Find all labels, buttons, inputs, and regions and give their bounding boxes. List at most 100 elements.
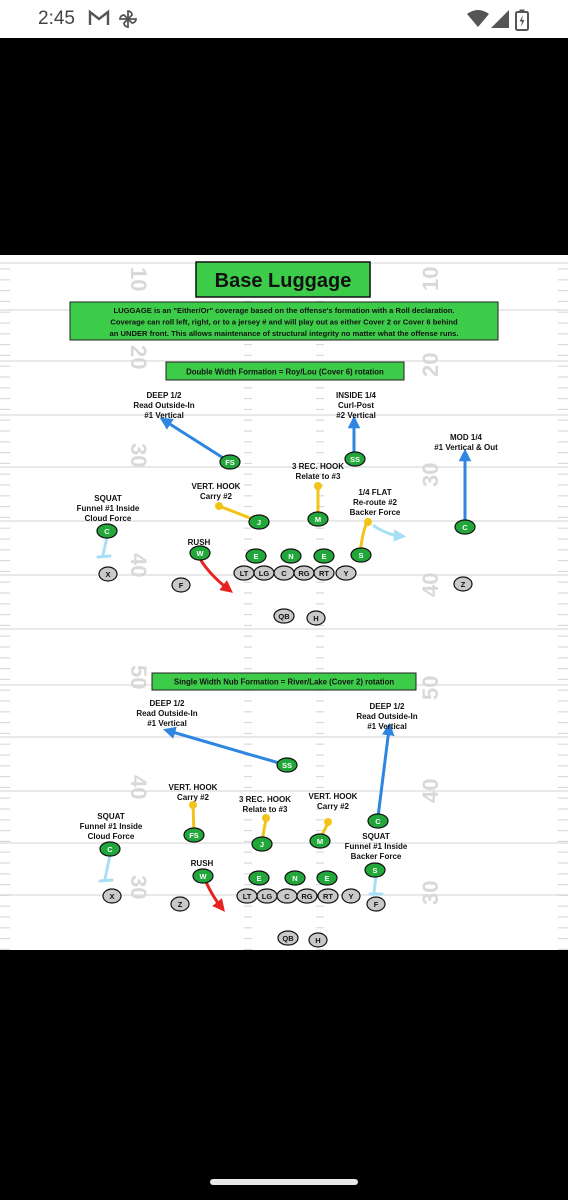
player-label: C xyxy=(375,817,381,826)
yard-number: 30 xyxy=(418,881,443,905)
player-ss: SS xyxy=(276,757,298,773)
yard-number: 30 xyxy=(126,443,151,467)
formation2-banner xyxy=(151,672,417,691)
formation1-routes xyxy=(96,415,472,593)
player-e-right: E xyxy=(316,870,338,886)
player-qb: QB xyxy=(277,930,299,946)
player-c-left: C xyxy=(96,523,118,539)
player-label: RG xyxy=(301,892,312,901)
player-e-right: E xyxy=(313,548,335,564)
assignment-label: Carry #2 xyxy=(200,492,233,501)
player-m: M xyxy=(309,833,331,849)
gesture-bar[interactable] xyxy=(210,1179,358,1185)
player-c: C xyxy=(273,565,295,581)
assignment-label: 3 REC. HOOK xyxy=(239,795,291,804)
wifi-icon xyxy=(467,10,489,27)
assignment-label: 3 REC. HOOK xyxy=(292,462,344,471)
player-label: S xyxy=(372,866,377,875)
player-label: M xyxy=(317,837,323,846)
player-f: F xyxy=(171,577,191,593)
player-label: F xyxy=(179,581,184,590)
assignment-label: Funnel #1 Inside xyxy=(77,504,140,513)
player-label: Z xyxy=(178,900,183,909)
diagram-title: Base Luggage xyxy=(215,270,352,292)
hash-marks xyxy=(0,268,568,950)
assignment-label: Re-route #2 xyxy=(353,498,398,507)
assignment-label: #1 Vertical xyxy=(144,411,184,420)
yard-number: 40 xyxy=(126,553,151,577)
assignment-label: Relate to #3 xyxy=(243,805,288,814)
assignment-label: Read Outside-In xyxy=(136,709,197,718)
player-j: J xyxy=(251,836,273,852)
player-label: C xyxy=(104,527,110,536)
formation1-banner xyxy=(165,361,405,381)
player-label: E xyxy=(256,874,261,883)
player-label: RG xyxy=(298,569,309,578)
player-label: C xyxy=(284,892,290,901)
player-label: Y xyxy=(348,892,353,901)
player-n: N xyxy=(284,870,306,886)
player-rt: RT xyxy=(317,888,339,904)
description-line: an UNDER front. This allows maintenance … xyxy=(110,329,459,338)
player-x: X xyxy=(102,888,122,904)
player-c: C xyxy=(276,888,298,904)
yard-number: 30 xyxy=(126,875,151,899)
yard-number: 50 xyxy=(418,676,443,700)
assignment-label: Cloud Force xyxy=(88,832,135,841)
player-x: X xyxy=(98,566,118,582)
player-label: FS xyxy=(189,831,199,840)
formation1-offense: X F LT LG C RG RT Y Z QB H xyxy=(98,565,473,626)
player-lt: LT xyxy=(233,565,255,581)
player-h: H xyxy=(308,932,328,948)
player-n: N xyxy=(280,548,302,564)
player-label: C xyxy=(281,569,287,578)
formation2-labels: DEEP 1/2 Read Outside-In #1 Vertical DEE… xyxy=(80,699,418,868)
assignment-label: 1/4 FLAT xyxy=(358,488,391,497)
player-label: W xyxy=(196,549,204,558)
player-label: N xyxy=(288,552,293,561)
player-label: LG xyxy=(262,892,273,901)
player-fs: FS xyxy=(219,454,241,470)
player-rg: RG xyxy=(296,888,318,904)
player-rt: RT xyxy=(313,565,335,581)
assignment-label: SQUAT xyxy=(97,812,125,821)
player-label: S xyxy=(358,551,363,560)
player-label: J xyxy=(257,518,261,527)
yard-number: 20 xyxy=(126,345,151,369)
battery-icon xyxy=(515,9,529,31)
player-label: RT xyxy=(323,892,333,901)
player-label: E xyxy=(321,552,326,561)
player-w: W xyxy=(189,545,211,561)
description-line: LUGGAGE is an "Either/Or" coverage based… xyxy=(113,306,454,315)
assignment-label: DEEP 1/2 xyxy=(147,391,183,400)
yard-number: 40 xyxy=(126,775,151,799)
player-z: Z xyxy=(453,576,473,592)
yard-number: 50 xyxy=(126,665,151,689)
yard-number: 30 xyxy=(418,463,443,487)
assignment-label: VERT. HOOK xyxy=(309,792,358,801)
status-bar: 2:45 xyxy=(0,0,568,38)
signal-icon xyxy=(491,10,509,28)
yard-number: 40 xyxy=(418,779,443,803)
formation2-offense: X Z LT LG C RG RT Y F QB H xyxy=(102,888,386,948)
gmail-icon xyxy=(88,9,110,25)
playbook-diagram: 10 20 30 40 50 40 30 10 20 30 40 50 40 3… xyxy=(0,255,568,950)
assignment-label: VERT. HOOK xyxy=(192,482,241,491)
player-qb: QB xyxy=(273,608,295,624)
assignment-label: #1 Vertical & Out xyxy=(434,443,498,452)
assignment-label: VERT. HOOK xyxy=(169,783,218,792)
player-ss: SS xyxy=(344,451,366,467)
formation1-route-ends xyxy=(215,482,372,526)
formation1-title: Double Width Formation = Roy/Lou (Cover … xyxy=(186,368,384,377)
formation1-labels: DEEP 1/2 Read Outside-In #1 Vertical INS… xyxy=(77,391,498,547)
pinwheel-icon xyxy=(119,10,137,28)
player-w: W xyxy=(192,868,214,884)
assignment-label: Read Outside-In xyxy=(133,401,194,410)
player-label: SS xyxy=(350,455,360,464)
player-y: Y xyxy=(335,565,357,581)
player-z: Z xyxy=(170,896,190,912)
status-time: 2:45 xyxy=(38,8,75,29)
player-e-left: E xyxy=(245,548,267,564)
assignment-label: SQUAT xyxy=(94,494,122,503)
player-label: W xyxy=(199,872,207,881)
